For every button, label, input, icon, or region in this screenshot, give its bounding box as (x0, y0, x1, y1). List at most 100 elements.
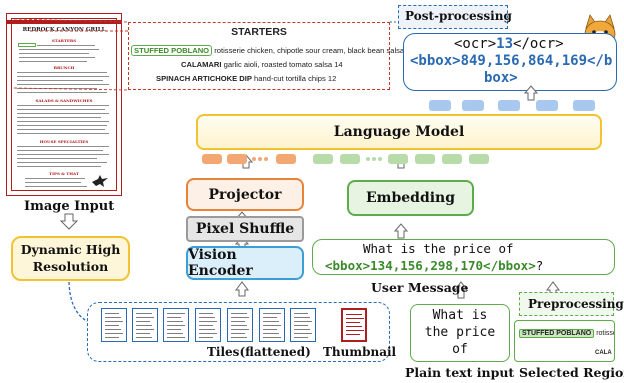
output-token (462, 100, 484, 111)
pixel-shuffle-label: Pixel Shuffle (195, 221, 295, 237)
preprocessing-label: Preprocessing (528, 297, 624, 311)
starters-item-2-name: CALAMARI (181, 60, 222, 69)
starters-item-2-desc: garlic aioli, roasted tomato salsa 14 (223, 60, 343, 69)
tile-image (259, 308, 285, 342)
pixel-shuffle-box: Pixel Shuffle (186, 216, 304, 242)
tile-text-line (167, 317, 181, 318)
question-line-1: What is the price of (363, 241, 514, 256)
menu-text-line (19, 61, 87, 63)
tile-text-line (294, 337, 308, 338)
menu-text-line (17, 92, 107, 94)
user-message-label: User Message (371, 280, 469, 295)
tile-text-line (263, 321, 279, 322)
ocr-value: 13 (496, 36, 514, 52)
preprocessing-box: Preprocessing (519, 292, 624, 316)
menu-text-line (17, 125, 107, 127)
tile-text-line (105, 337, 119, 338)
menu-text-line (17, 150, 103, 152)
menu-inner-border (11, 18, 117, 191)
ocr-open-tag: <ocr> (454, 36, 497, 52)
starters-title: STARTERS (231, 26, 287, 38)
tile-text-line (263, 317, 277, 318)
text-token (340, 154, 360, 164)
tile-text-line (199, 333, 217, 334)
tile-text-line (346, 318, 364, 319)
tile-text-line (231, 317, 249, 318)
vision-encoder-label: Vision Encoder (188, 247, 253, 279)
tile-text-line (136, 333, 150, 334)
output-line-3: box> (484, 70, 518, 86)
tile-text-line (167, 337, 185, 338)
language-model-label: Language Model (333, 124, 465, 140)
tile-text-line (199, 313, 213, 314)
menu-text-line (17, 113, 109, 115)
tile-text-line (294, 333, 312, 334)
menu-text-line (17, 154, 109, 156)
tiles-label: Tiles(flattened) (207, 345, 311, 359)
token-dot (372, 157, 376, 161)
menu-text-line (25, 178, 85, 180)
menu-document-image: REDROCK CANYON GRILL STARTERS BRUNCH SAL… (6, 13, 122, 196)
projector-box: Projector (186, 178, 304, 211)
menu-text-line (17, 105, 109, 107)
selected-region-text: STUFFED POBLANO rotisse (519, 329, 614, 338)
plain-text-box: What is the price of (410, 304, 510, 362)
selected-region-below: CALA (595, 350, 612, 356)
question-box: What is the price of <bbox>134,156,298,1… (312, 239, 615, 275)
tile-text-line (231, 325, 247, 326)
menu-section-salads: SALADS & SANDWICHES (35, 98, 93, 103)
menu-text-line (17, 80, 103, 82)
tile-text-line (346, 330, 364, 331)
menu-text-line (25, 182, 81, 184)
menu-text-line (19, 53, 89, 55)
tile-text-line (263, 325, 281, 326)
vision-encoder-box: Vision Encoder (186, 246, 304, 280)
tile-text-line (167, 325, 185, 326)
tile-text-line (346, 314, 362, 315)
plain-text-line-3: of (452, 342, 468, 357)
tile-text-line (231, 321, 245, 322)
ocr-close-tag: </ocr> (513, 36, 564, 52)
thumbnail-label: Thumbnail (323, 345, 397, 359)
output-line-1: <ocr>13</ocr> (454, 36, 564, 52)
tile-image (227, 308, 253, 342)
menu-text-line (17, 158, 97, 160)
image-input-label: Image Input (24, 199, 115, 214)
text-token (415, 154, 435, 164)
tile-image (290, 308, 316, 342)
tile-text-line (346, 322, 360, 323)
image-token (276, 154, 296, 164)
tile-text-line (136, 317, 154, 318)
tile-text-line (294, 321, 312, 322)
menu-text-line (17, 121, 109, 123)
tile-text-line (346, 334, 360, 335)
token-dot (378, 157, 382, 161)
starters-zoom-panel: STARTERS STUFFED POBLANO rotisserie chic… (128, 22, 462, 90)
token-dot (264, 157, 268, 161)
tile-text-line (294, 329, 310, 330)
menu-section-house: HOUSE SPECIALTIES (39, 139, 89, 144)
text-token (469, 154, 489, 164)
tile-text-line (346, 326, 362, 327)
tile-text-line (136, 321, 150, 322)
output-token (573, 100, 595, 111)
question-bbox: <bbox>134,156,298,170</bbox> (325, 258, 536, 273)
plain-text-line-2: the price (424, 325, 496, 340)
tile-text-line (105, 329, 121, 330)
token-dot (366, 157, 370, 161)
tile-text-line (167, 333, 183, 334)
bird-icon (92, 175, 108, 187)
text-token (388, 154, 408, 164)
tile-text-line (199, 337, 213, 338)
output-token (429, 100, 451, 111)
post-processing-box: Post-processing (398, 5, 512, 29)
tile-text-line (105, 321, 123, 322)
tile-text-line (199, 329, 215, 330)
tile-text-line (136, 325, 152, 326)
tile-text-line (167, 313, 185, 314)
starters-item-3-name: SPINACH ARTICHOKE DIP (156, 74, 252, 83)
tile-text-line (263, 313, 281, 314)
tile-text-line (231, 329, 249, 330)
menu-section-sides: TIPS & THAT (49, 171, 79, 176)
